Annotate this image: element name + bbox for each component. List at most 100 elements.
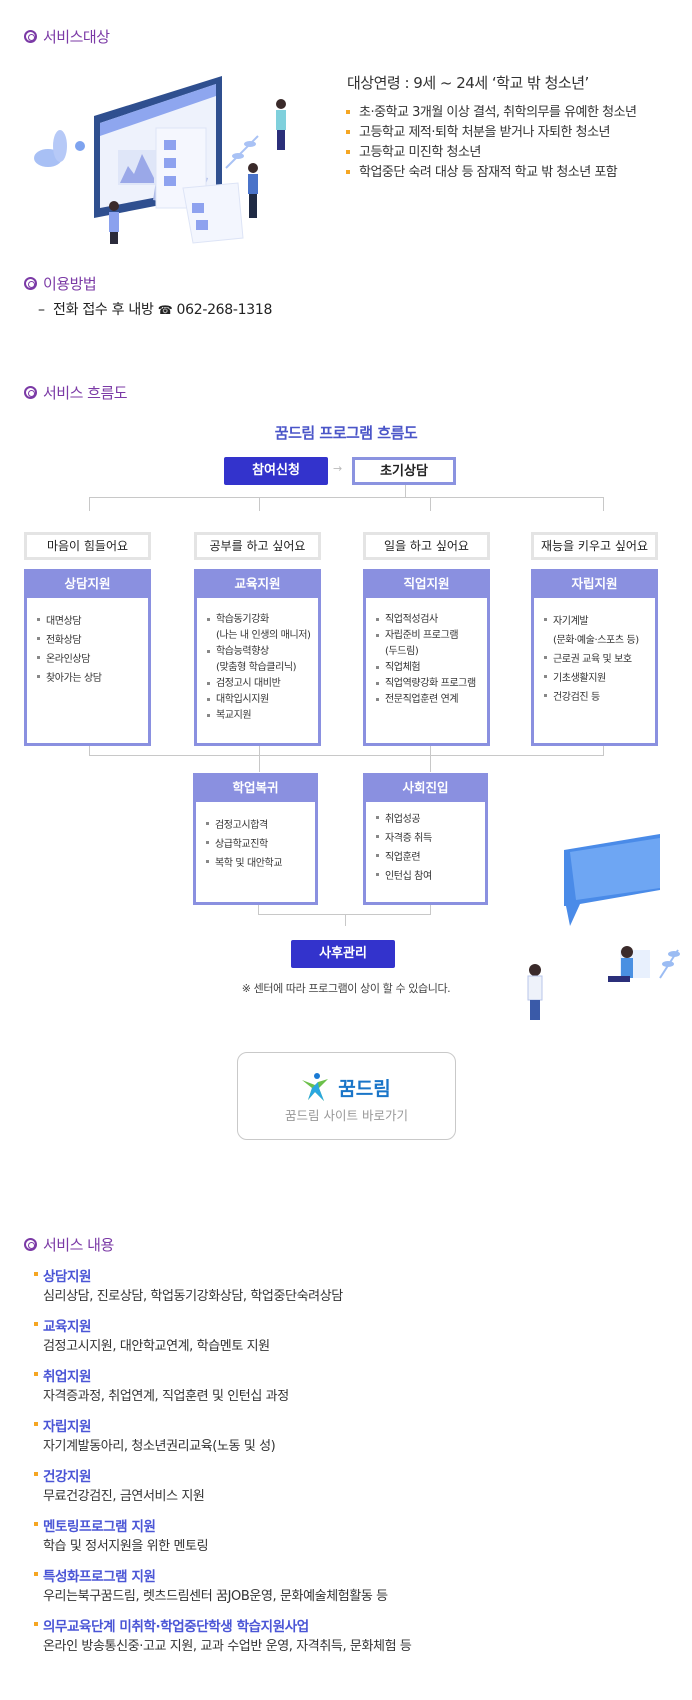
- outcome-item: 직업훈련: [376, 848, 485, 867]
- flow-note: ※ 센터에 따라 프로그램이 상이 할 수 있습니다.: [241, 982, 451, 995]
- support-item: 검정고시 대비반: [207, 676, 318, 692]
- support-item: 복교지원: [207, 708, 318, 724]
- double-circle-icon: [24, 1238, 37, 1251]
- support-item: 전화상담: [37, 631, 148, 650]
- connector: [345, 914, 346, 926]
- service-title: 건강지원: [33, 1468, 204, 1487]
- connector: [89, 497, 90, 511]
- need-box: 공부를 하고 싶어요: [194, 532, 321, 560]
- link-label: 꿈드림 사이트 바로가기: [285, 1108, 408, 1123]
- kkumdream-logo-icon: [302, 1073, 329, 1101]
- outcome-item: 자격증 취득: [376, 829, 485, 848]
- connector: [259, 746, 260, 772]
- support-item: 건강검진 등: [544, 688, 655, 707]
- outcome-item: 인턴십 참여: [376, 867, 485, 886]
- connector: [259, 497, 260, 511]
- support-item: 기초생활지원: [544, 669, 655, 688]
- kkumdream-logo: 꿈드림: [238, 1073, 455, 1101]
- heading-text: 이용방법: [43, 275, 97, 293]
- phone-icon: ☎: [157, 303, 173, 317]
- support-title: 자립지원: [534, 572, 655, 598]
- support-item: 찾아가는 상담: [37, 669, 148, 688]
- outcome-item: 복학 및 대안학교: [206, 854, 315, 873]
- double-circle-icon: [24, 277, 37, 290]
- support-item: 직업역량강화 프로그램: [376, 676, 487, 692]
- connector: [89, 755, 604, 756]
- service-desc: 무료건강검진, 금연서비스 지원: [43, 1489, 205, 1504]
- target-age-title: 대상연령 : 9세 ~ 24세 ‘학교 밖 청소년’: [347, 74, 589, 92]
- support-box-education: 교육지원 학습동기강화 (나는 내 인생의 매니저) 학습능력향상 (맞춤형 학…: [194, 569, 321, 746]
- support-item: 대학입시지원: [207, 692, 318, 708]
- need-box: 일을 하고 싶어요: [363, 532, 490, 560]
- support-box-counsel: 상담지원 대면상담 전화상담 온라인상담 찾아가는 상담: [24, 569, 151, 746]
- connector: [89, 746, 90, 756]
- dash: –: [38, 302, 45, 318]
- heading-text: 서비스 흐름도: [43, 384, 128, 402]
- support-box-job: 직업지원 직업적성검사 자립준비 프로그램 (두드림) 직업체험 직업역량강화 …: [363, 569, 490, 746]
- support-title: 상담지원: [27, 572, 148, 598]
- phone-number[interactable]: 062-268-1318: [176, 302, 273, 318]
- service-target-illustration: [34, 76, 286, 244]
- connector: [258, 905, 259, 915]
- outcome-item: 검정고시합격: [206, 816, 315, 835]
- outcome-item: 상급학교진학: [206, 835, 315, 854]
- connector: [603, 497, 604, 511]
- connector: [430, 497, 431, 511]
- support-item: 자립준비 프로그램: [376, 628, 487, 644]
- usage-line: – 전화 접수 후 내방 ☎ 062-268-1318: [38, 299, 272, 319]
- arrow-right-icon: →: [333, 462, 343, 475]
- section-heading-usage: 이용방법: [24, 273, 97, 294]
- outcome-box-school-return: 학업복귀 검정고시합격 상급학교진학 복학 및 대안학교: [193, 773, 318, 905]
- support-item: 근로권 교육 및 보호: [544, 650, 655, 669]
- target-item: 초·중학교 3개월 이상 결석, 취학의무를 유예한 청소년: [345, 103, 637, 123]
- double-circle-icon: [24, 30, 37, 43]
- outcome-title: 사회진입: [366, 776, 485, 802]
- service-desc: 학습 및 정서지원을 위한 멘토링: [43, 1539, 209, 1554]
- target-list: 초·중학교 3개월 이상 결석, 취학의무를 유예한 청소년 고등학교 제적·퇴…: [345, 103, 637, 183]
- connector: [603, 746, 604, 756]
- service-title: 멘토링프로그램 지원: [33, 1518, 208, 1537]
- double-circle-icon: [24, 386, 37, 399]
- connector: [258, 914, 431, 915]
- support-item: 온라인상담: [37, 650, 148, 669]
- flow-title: 꿈드림 프로그램 흐름도: [274, 424, 418, 442]
- support-item: (문화·예술·스포츠 등): [553, 635, 639, 646]
- support-title: 직업지원: [366, 572, 487, 598]
- outcome-title: 학업복귀: [196, 776, 315, 802]
- support-item: (나는 내 인생의 매니저): [216, 630, 311, 641]
- connector: [89, 497, 604, 498]
- need-box: 마음이 힘들어요: [24, 532, 151, 560]
- support-item: 직업체험: [376, 660, 487, 676]
- connector: [430, 746, 431, 772]
- outcome-box-social-entry: 사회진입 취업성공 자격증 취득 직업훈련 인턴십 참여: [363, 773, 488, 905]
- service-title: 취업지원: [34, 1368, 289, 1387]
- service-title: 교육지원: [34, 1318, 270, 1337]
- usage-text: 전화 접수 후 내방: [53, 302, 154, 318]
- service-title: 자립지원: [33, 1418, 275, 1437]
- service-desc: 검정고시지원, 대안학교연계, 학습멘토 지원: [43, 1339, 270, 1354]
- service-title: 의무교육단계 미취학·학업중단학생 학습지원사업: [33, 1618, 411, 1637]
- kkumdream-site-link[interactable]: 꿈드림 꿈드림 사이트 바로가기: [237, 1052, 456, 1140]
- heading-text: 서비스대상: [43, 28, 110, 46]
- support-item: (맞춤형 학습클리닉): [216, 662, 297, 673]
- aftercare-step: 사후관리: [291, 940, 395, 968]
- target-item: 고등학교 미진학 청소년: [345, 143, 637, 163]
- service-desc: 자격증과정, 취업연계, 직업훈련 및 인턴십 과정: [43, 1389, 289, 1404]
- section-heading-flow: 서비스 흐름도: [24, 382, 128, 403]
- service-desc: 심리상담, 진로상담, 학업동기강화상담, 학업중단숙려상담: [43, 1289, 343, 1304]
- target-item: 고등학교 제적·퇴학 처분을 받거나 자퇴한 청소년: [345, 123, 637, 143]
- support-item: 학습동기강화: [207, 612, 318, 628]
- support-item: 대면상담: [37, 612, 148, 631]
- support-item: (두드림): [385, 646, 419, 657]
- service-title: 특성화프로그램 지원: [34, 1568, 388, 1587]
- service-desc: 자기계발동아리, 청소년권리교육(노동 및 성): [43, 1439, 276, 1454]
- support-item: 학습능력향상: [207, 644, 318, 660]
- heading-text: 서비스 내용: [43, 1236, 114, 1254]
- target-item: 학업중단 숙려 대상 등 잠재적 학교 밖 청소년 포함: [345, 163, 637, 183]
